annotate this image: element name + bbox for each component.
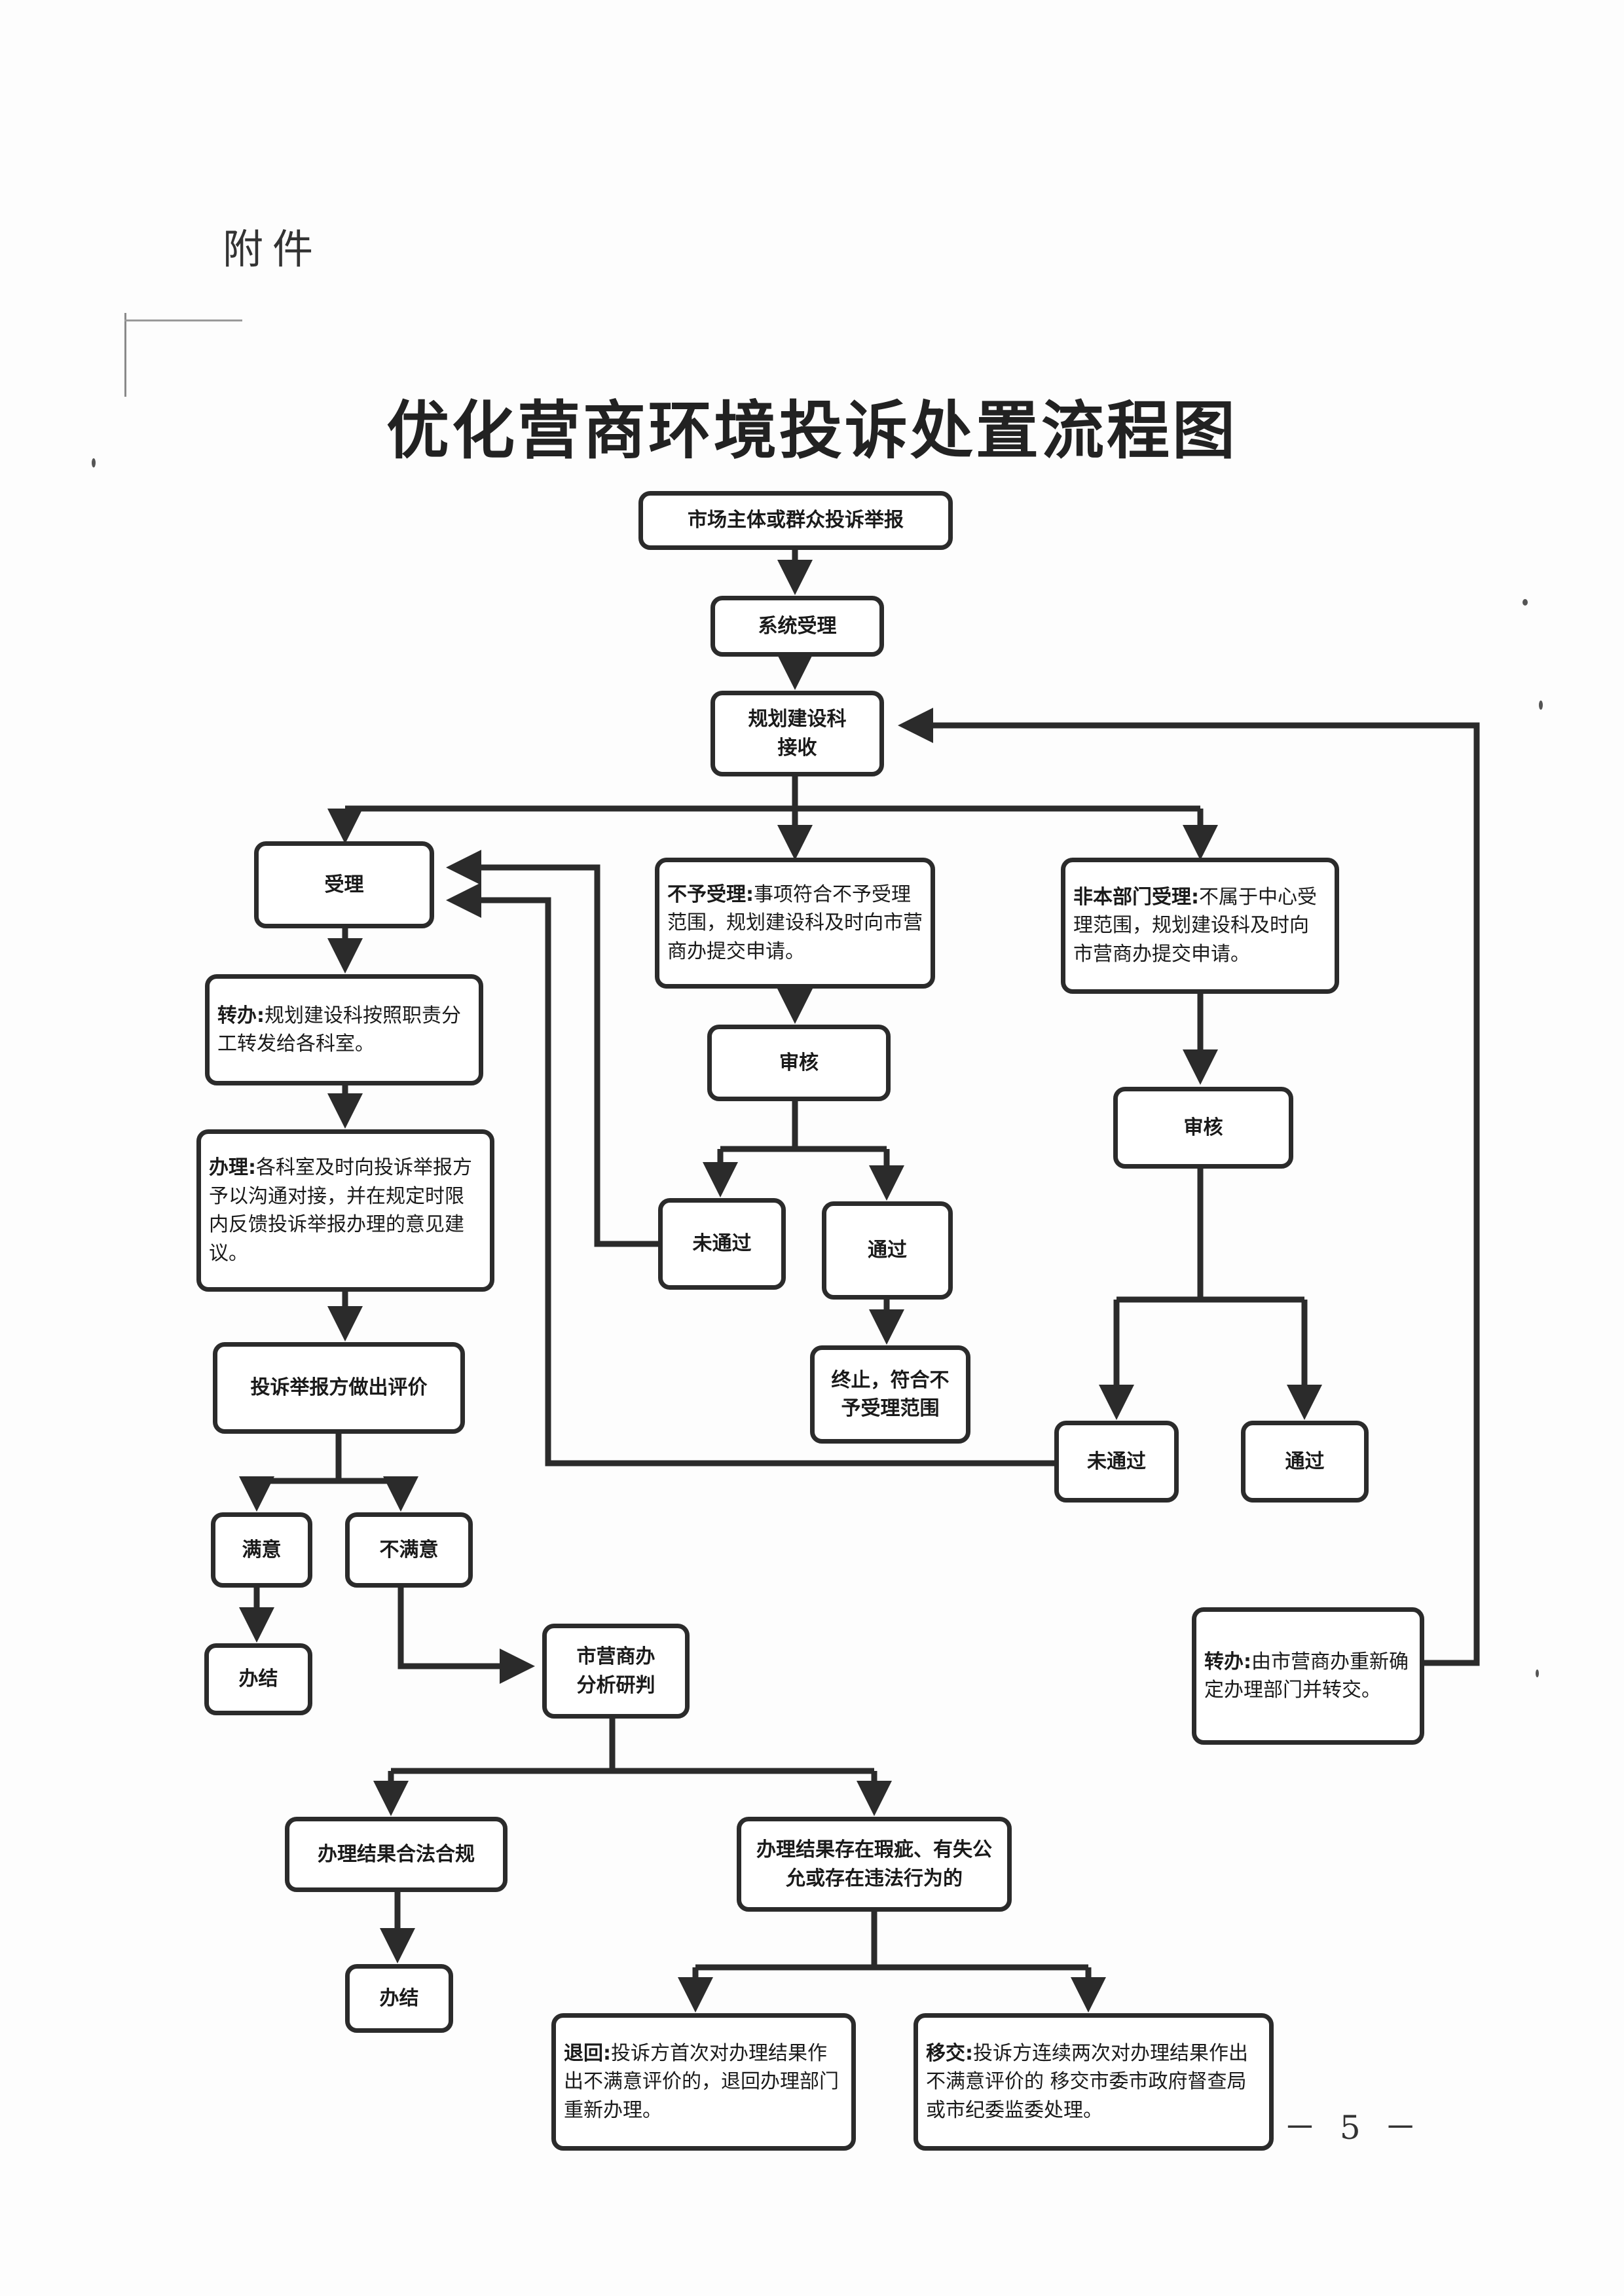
crop-mark xyxy=(124,319,242,321)
scan-speck xyxy=(1536,1669,1539,1677)
review1-branch xyxy=(720,1101,887,1152)
arrow-unsatisfied-to-analysis xyxy=(397,1588,535,1684)
node-review-1: 审核 xyxy=(707,1025,891,1101)
attachment-label: 附件 xyxy=(223,225,323,273)
node-system-accept-label: 系统受理 xyxy=(758,614,837,638)
node-unsatisfied: 不满意 xyxy=(345,1512,473,1588)
arrow-not-pass-2-to-accept xyxy=(446,883,1054,1467)
node-reassign-body: 由市营商办重新确定办理部门并转交。 xyxy=(1204,1650,1409,1702)
node-system-accept: 系统受理 xyxy=(710,596,884,657)
node-refer: 移交:投诉方连续两次对办理结果作出不满意评价的 移交市委市政府督查局或市纪委监委… xyxy=(913,2013,1274,2151)
node-non-dept-lead: 非本部门受理: xyxy=(1073,885,1199,909)
node-close-2-label: 办结 xyxy=(379,1986,419,2010)
node-reassign: 转办:由市营商办重新确定办理部门并转交。 xyxy=(1192,1607,1424,1745)
node-review-2-label: 审核 xyxy=(1183,1116,1223,1139)
node-evaluate: 投诉举报方做出评价 xyxy=(213,1342,465,1434)
evaluate-branch xyxy=(257,1434,401,1484)
node-non-dept: 非本部门受理:不属于中心受理范围，规划建设科及时向市营商办提交申请。 xyxy=(1061,858,1339,994)
node-handle-lead: 办理: xyxy=(209,1156,256,1179)
node-return-lead: 退回: xyxy=(564,2041,611,2065)
node-close-1: 办结 xyxy=(204,1643,312,1715)
page-title: 优化营商环境投诉处置流程图 xyxy=(386,393,1238,467)
node-refer-body: 投诉方连续两次对办理结果作出不满意评价的 移交市委市政府督查局或市纪委监委处理。 xyxy=(926,2041,1248,2122)
node-analysis-label: 市营商办 分析研判 xyxy=(576,1645,655,1697)
node-terminate: 终止，符合不予受理范围 xyxy=(810,1345,970,1444)
node-report: 市场主体或群众投诉举报 xyxy=(638,491,953,550)
node-close-2: 办结 xyxy=(345,1964,453,2033)
node-evaluate-label: 投诉举报方做出评价 xyxy=(250,1376,428,1400)
node-terminate-label: 终止，符合不予受理范围 xyxy=(831,1368,950,1421)
node-pass-2-label: 通过 xyxy=(1285,1449,1325,1473)
node-satisfied: 满意 xyxy=(211,1512,312,1588)
node-pass-1-label: 通过 xyxy=(868,1239,907,1262)
node-return-body: 投诉方首次对办理结果作出不满意评价的，退回办理部门重新办理。 xyxy=(564,2041,839,2122)
node-not-pass-1-label: 未通过 xyxy=(692,1232,752,1256)
node-return: 退回:投诉方首次对办理结果作出不满意评价的，退回办理部门重新办理。 xyxy=(551,2013,856,2151)
node-review-1-label: 审核 xyxy=(779,1051,819,1074)
node-close-1-label: 办结 xyxy=(238,1667,278,1691)
scan-speck xyxy=(92,458,96,467)
node-report-label: 市场主体或群众投诉举报 xyxy=(688,509,904,532)
node-satisfied-label: 满意 xyxy=(242,1538,282,1561)
node-pass-2: 通过 xyxy=(1241,1421,1369,1503)
review2-branch xyxy=(1116,1169,1304,1303)
node-not-accept-body: 事项符合不予受理范围，规划建设科及时向市营商办提交申请。 xyxy=(667,883,923,963)
node-not-accept: 不予受理:事项符合不予受理范围，规划建设科及时向市营商办提交申请。 xyxy=(655,858,935,989)
analysis-branch xyxy=(391,1719,874,1774)
scan-speck xyxy=(1539,701,1543,710)
node-flawed-label: 办理结果存在瑕疵、有失公允或存在违法行为的 xyxy=(756,1838,992,1890)
node-unsatisfied-label: 不满意 xyxy=(379,1538,439,1561)
node-accept-label: 受理 xyxy=(324,873,364,896)
page-number: － 5 － xyxy=(1283,2109,1424,2147)
node-transfer: 转办:规划建设科按照职责分工转发给各科室。 xyxy=(205,974,483,1085)
node-reassign-lead: 转办: xyxy=(1204,1650,1251,1673)
node-pass-1: 通过 xyxy=(822,1201,953,1300)
node-review-2: 审核 xyxy=(1113,1087,1293,1169)
node-not-pass-1: 未通过 xyxy=(658,1198,786,1290)
node-handle-body: 各科室及时向投诉举报方予以沟通对接，并在规定时限内反馈投诉举报办理的意见建议。 xyxy=(209,1156,472,1265)
node-legal-label: 办理结果合法合规 xyxy=(318,1842,475,1866)
node-planning-receive: 规划建设科 接收 xyxy=(710,691,884,776)
node-flawed: 办理结果存在瑕疵、有失公允或存在违法行为的 xyxy=(737,1817,1012,1912)
node-not-pass-2: 未通过 xyxy=(1054,1421,1179,1503)
node-analysis: 市营商办 分析研判 xyxy=(542,1624,690,1719)
node-legal: 办理结果合法合规 xyxy=(285,1817,507,1892)
node-transfer-lead: 转办: xyxy=(217,1004,265,1027)
node-accept: 受理 xyxy=(254,841,434,928)
node-planning-receive-label: 规划建设科 接收 xyxy=(748,708,847,759)
arrow-reassign-to-planning xyxy=(898,708,1480,1666)
node-non-dept-body: 不属于中心受理范围，规划建设科及时向市营商办提交申请。 xyxy=(1073,885,1317,966)
node-not-accept-lead: 不予受理: xyxy=(667,883,754,906)
node-handle: 办理:各科室及时向投诉举报方予以沟通对接，并在规定时限内反馈投诉举报办理的意见建… xyxy=(196,1129,494,1292)
node-not-pass-2-label: 未通过 xyxy=(1087,1449,1146,1473)
node-refer-lead: 移交: xyxy=(926,2041,973,2065)
crop-mark xyxy=(124,313,126,397)
flawed-branch xyxy=(695,1912,1088,1971)
scan-speck xyxy=(1522,599,1528,606)
arrow-not-pass-1-to-accept xyxy=(446,850,658,1247)
node-transfer-body: 规划建设科按照职责分工转发给各科室。 xyxy=(217,1004,461,1056)
